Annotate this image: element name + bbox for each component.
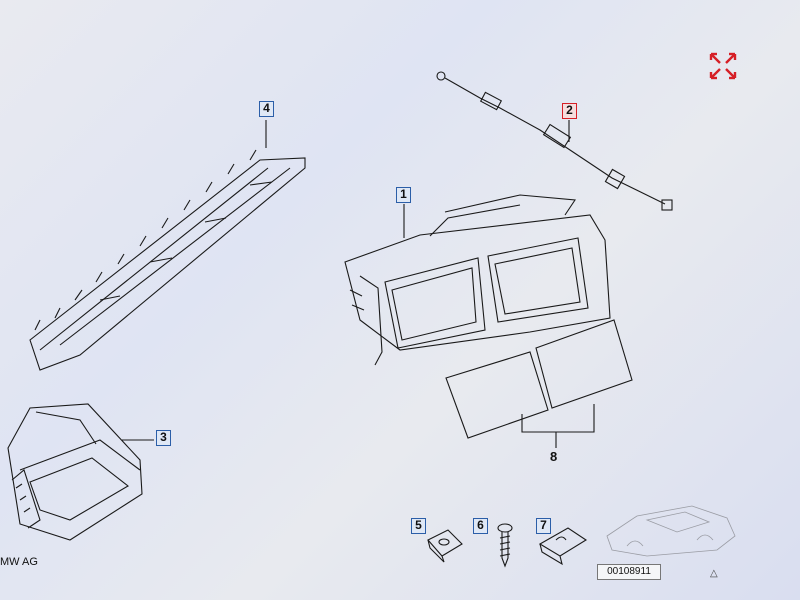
part-7-clip[interactable] — [538, 527, 588, 566]
document-number: 00108911 — [597, 564, 661, 580]
leader-line-8 — [521, 404, 595, 433]
group-label-8: 8 — [550, 449, 558, 464]
callout-3[interactable]: 3 — [156, 430, 171, 446]
part-5-clip-nut[interactable] — [427, 529, 463, 563]
callout-1[interactable]: 1 — [396, 187, 411, 203]
part-3-side-vent[interactable] — [7, 403, 143, 541]
callout-2[interactable]: 2 — [562, 103, 577, 119]
part-8-pads[interactable] — [445, 319, 633, 439]
car-icon — [606, 505, 736, 557]
part-1-center-vent[interactable] — [344, 194, 611, 366]
callout-7[interactable]: 7 — [536, 518, 551, 534]
part-2-cable[interactable] — [436, 71, 673, 211]
fullscreen-button[interactable] — [707, 50, 739, 82]
copyright-text: MW AG — [0, 556, 38, 568]
part-6-screw[interactable] — [497, 523, 513, 568]
callout-4[interactable]: 4 — [259, 101, 274, 117]
vehicle-thumbnail[interactable] — [597, 476, 742, 584]
callout-6[interactable]: 6 — [473, 518, 488, 534]
callout-5[interactable]: 5 — [411, 518, 426, 534]
triangle-up-icon[interactable]: △ — [710, 568, 718, 579]
expand-arrows-icon — [709, 52, 737, 80]
part-4-trim-strip[interactable] — [29, 149, 306, 371]
